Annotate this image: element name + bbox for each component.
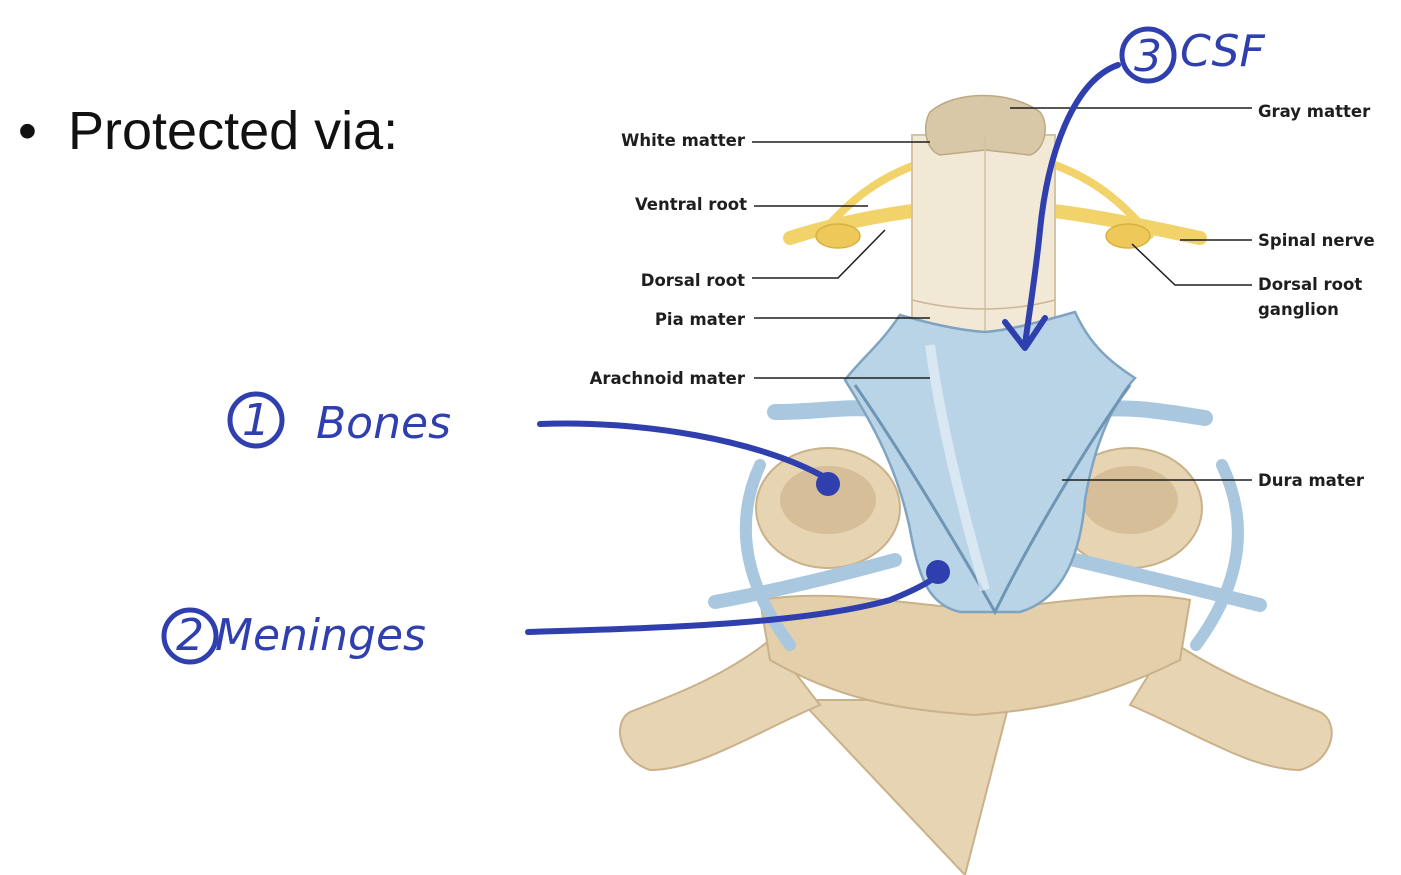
note2-number: 2: [176, 610, 204, 661]
note1-pointer-line: [537, 420, 829, 481]
leader-dorsal-root: [752, 229, 886, 279]
right-outer-tube: [1190, 459, 1244, 651]
note3-arrow-line: [1022, 62, 1121, 348]
right-lower-vessel: [1068, 553, 1267, 612]
note3-arrowhead-icon: [1002, 315, 1048, 351]
handwritten-annotations: 3 CSF 1 Bones 2 Meninges: [161, 26, 1265, 665]
label-white-matter: White matter: [621, 131, 746, 150]
note1-pointer-dot: [816, 472, 840, 496]
note3-circle: [1119, 26, 1177, 84]
note2-text: Meninges: [215, 610, 426, 661]
label-arachnoid-mater: Arachnoid mater: [590, 369, 746, 388]
note3-number: 3: [1134, 31, 1162, 82]
label-dorsal-root-ganglion-line2: ganglion: [1258, 300, 1339, 319]
note1-number: 1: [242, 395, 270, 446]
bullet-text: Protected via:: [68, 101, 399, 161]
label-gray-matter: Gray matter: [1258, 102, 1371, 121]
left-spongy-bone: [780, 466, 876, 534]
spinal-cord-illustration: [911, 94, 1056, 361]
left-lower-vessel: [708, 553, 902, 609]
dura-mater-sac: [843, 310, 1137, 614]
right-transverse-process: [1128, 638, 1333, 772]
left-nerve-root: [783, 203, 927, 245]
leader-dorsal-root-ganglion: [1131, 243, 1252, 286]
bullet-point: • Protected via:: [18, 100, 398, 162]
left-transverse-process: [619, 638, 822, 772]
dura-fold: [853, 384, 1132, 616]
label-ventral-root: Ventral root: [635, 195, 747, 214]
meninges-illustration: [708, 310, 1267, 651]
label-pia-mater: Pia mater: [655, 310, 746, 329]
label-spinal-nerve: Spinal nerve: [1258, 231, 1375, 250]
label-dura-mater: Dura mater: [1258, 471, 1365, 490]
bullet-icon: •: [18, 101, 37, 161]
note3-text: CSF: [1180, 26, 1265, 77]
diagram-labels: White matter Ventral root Dorsal root Pi…: [590, 102, 1375, 490]
leader-lines: [752, 107, 1252, 481]
pia-mater-edge: [911, 299, 1056, 310]
right-spongy-bone: [1082, 466, 1178, 534]
note2-circle: [161, 607, 219, 665]
spinous-process: [797, 699, 1012, 875]
right-nerve-root: [1038, 203, 1207, 245]
note2-pointer-dot: [926, 560, 950, 584]
label-dorsal-root: Dorsal root: [641, 271, 745, 290]
note1-text: Bones: [316, 398, 451, 449]
label-dorsal-root-ganglion-line1: Dorsal root: [1258, 275, 1362, 294]
note1-circle: [227, 391, 285, 449]
note2-pointer-line: [525, 572, 941, 635]
vertebra-illustration: [619, 447, 1333, 875]
right-ganglion: [1105, 223, 1151, 249]
arachnoid-highlight: [925, 344, 990, 592]
left-ganglion: [815, 223, 861, 249]
